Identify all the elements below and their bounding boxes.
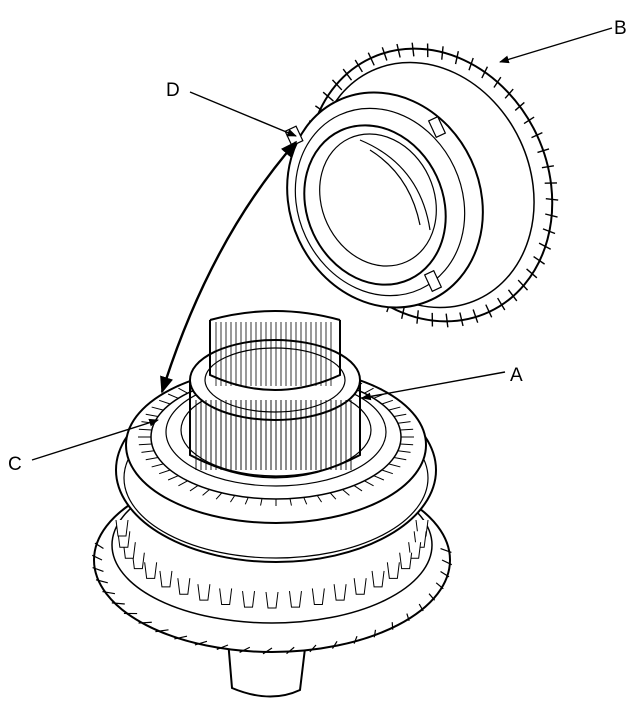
leader-line-b — [499, 27, 613, 64]
dog-teeth-ring — [115, 519, 429, 609]
callout-d: D — [166, 80, 180, 101]
lower-helical-gear-teeth — [91, 542, 453, 655]
callout-c: C — [8, 454, 22, 475]
upper-gear — [284, 42, 559, 328]
leader-line-c — [31, 418, 159, 461]
callout-b: B — [614, 18, 627, 39]
leader-line-a — [361, 371, 506, 401]
callout-a: A — [510, 365, 523, 386]
lower-gear-assembly — [91, 310, 453, 698]
needle-bearing-rollers — [195, 400, 352, 470]
leader-line-d — [189, 91, 297, 137]
alignment-double-arrow — [160, 140, 298, 394]
